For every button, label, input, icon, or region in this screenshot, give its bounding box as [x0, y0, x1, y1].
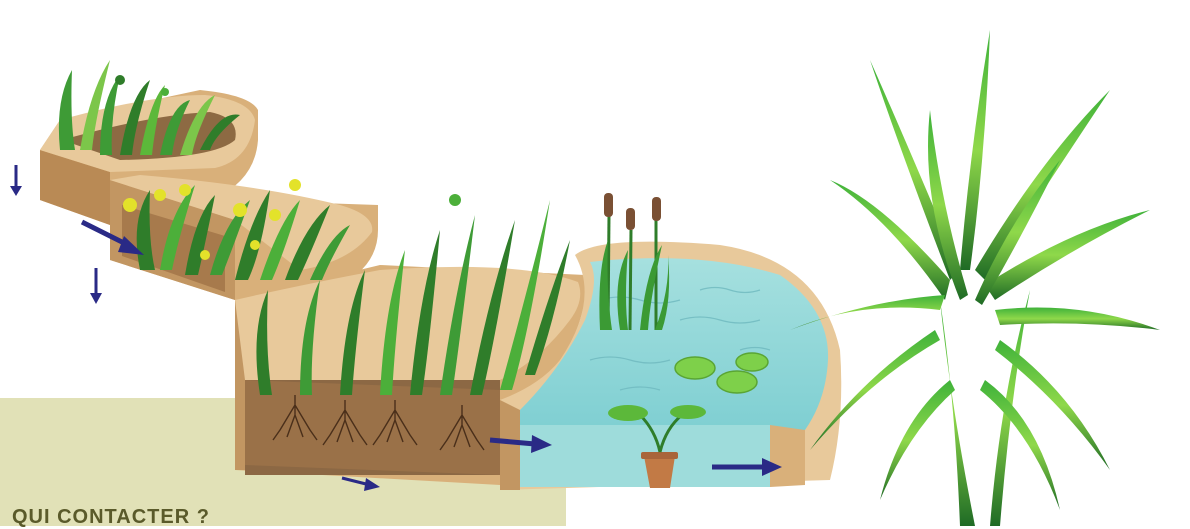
arrow-down-2: [90, 268, 102, 304]
palm-plant-icon: [790, 30, 1160, 526]
arrow-down-1: [10, 165, 22, 196]
